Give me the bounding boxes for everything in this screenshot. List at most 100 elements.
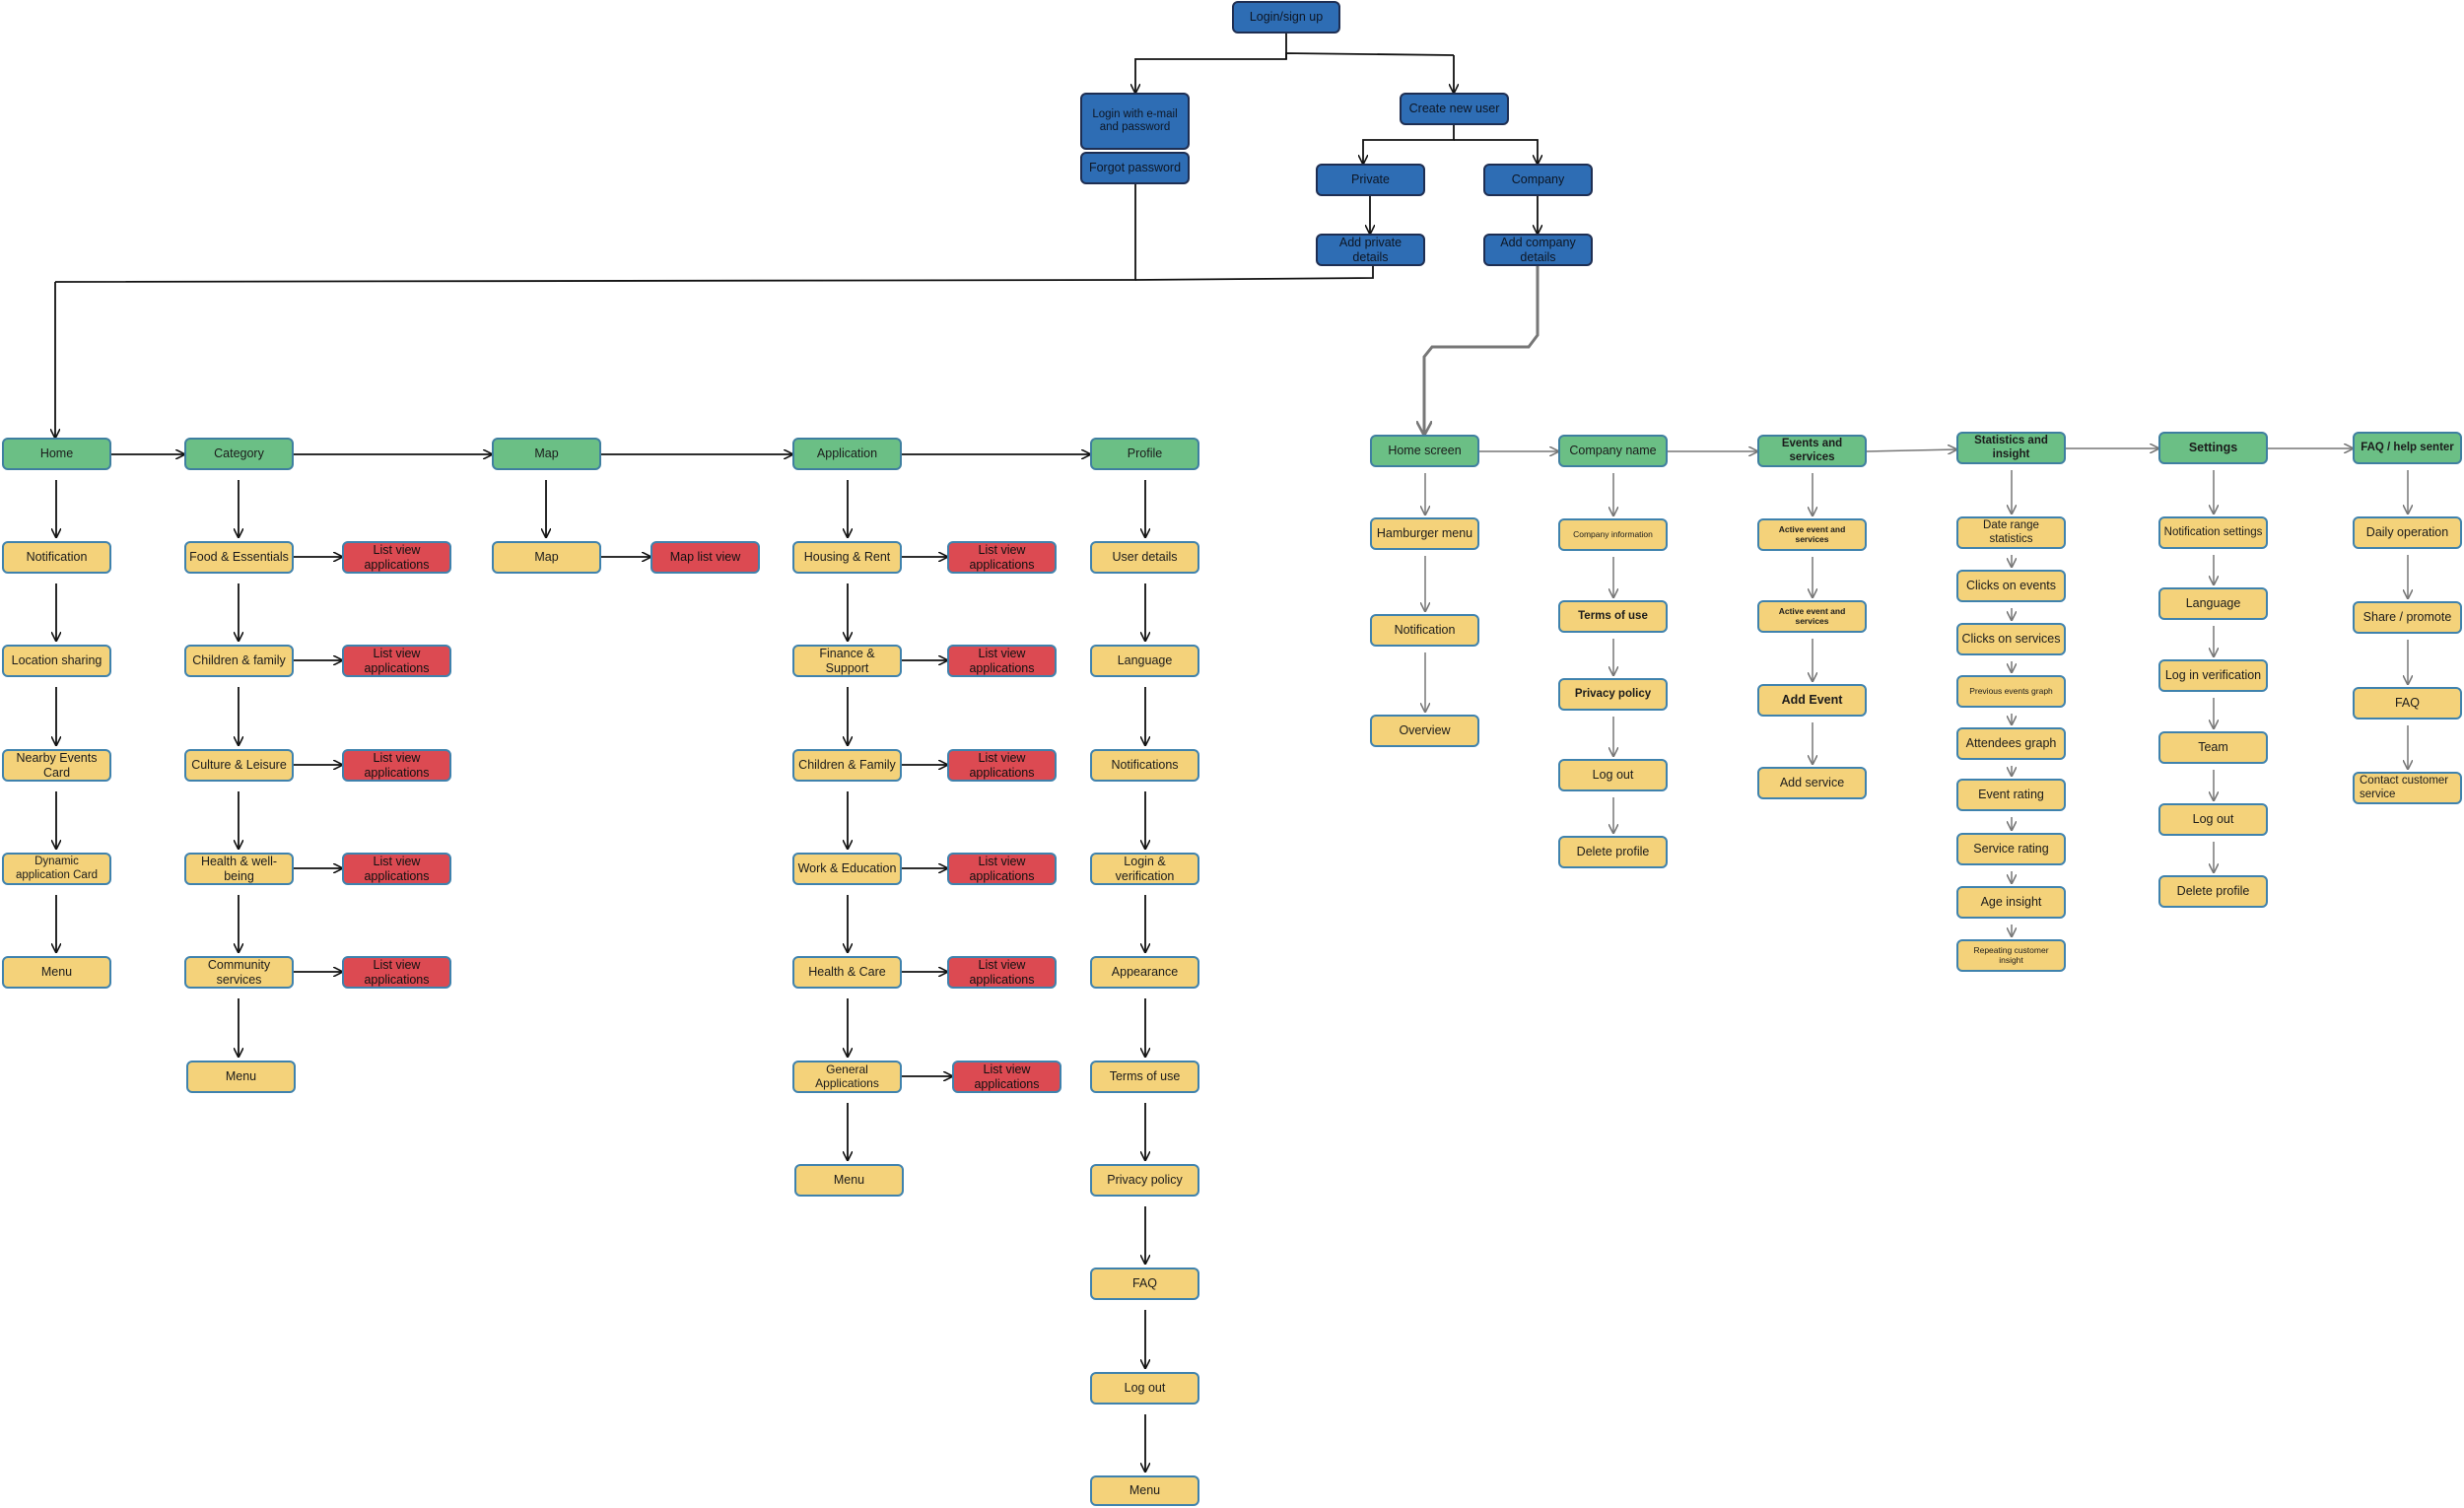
profile-faq[interactable]: FAQ: [1090, 1268, 1199, 1300]
statistics-header[interactable]: Statistics and insight: [1956, 432, 2066, 464]
home-screen-notification[interactable]: Notification: [1370, 614, 1479, 647]
stats-event-rating[interactable]: Event rating: [1956, 779, 2066, 811]
line-private-to-home: [1134, 266, 1374, 281]
profile-menu[interactable]: Menu: [1090, 1475, 1199, 1506]
home-dynamic-application-card[interactable]: Dynamic application Card: [2, 853, 111, 885]
arrow-to-company: [1454, 139, 1538, 164]
settings-header[interactable]: Settings: [2158, 432, 2268, 464]
company-log-out[interactable]: Log out: [1558, 759, 1668, 791]
category-food-essentials[interactable]: Food & Essentials: [184, 541, 294, 574]
settings-log-in-verification[interactable]: Log in verification: [2158, 659, 2268, 692]
application-header[interactable]: Application: [792, 438, 902, 470]
application-health-care[interactable]: Health & Care: [792, 956, 902, 989]
events-add-event[interactable]: Add Event: [1757, 684, 1867, 717]
stats-attendees-graph[interactable]: Attendees graph: [1956, 727, 2066, 760]
company-information[interactable]: Company information: [1558, 518, 1668, 551]
profile-user-details[interactable]: User details: [1090, 541, 1199, 574]
category-list-view-4[interactable]: List view applications: [342, 853, 451, 885]
line-to-create-user: [1285, 52, 1455, 59]
faq-contact-customer-service[interactable]: Contact customer service: [2353, 772, 2462, 804]
stats-date-range[interactable]: Date range statistics: [1956, 516, 2066, 549]
company-name-header[interactable]: Company name: [1558, 435, 1668, 467]
forgot-password-node[interactable]: Forgot password: [1080, 152, 1190, 184]
profile-login-verification[interactable]: Login & verification: [1090, 853, 1199, 885]
category-health-wellbeing[interactable]: Health & well-being: [184, 853, 294, 885]
category-community-services[interactable]: Community services: [184, 956, 294, 989]
stats-repeating-customer-insight[interactable]: Repeating customer insight: [1956, 939, 2066, 972]
profile-language[interactable]: Language: [1090, 645, 1199, 677]
company-terms-of-use[interactable]: Terms of use: [1558, 600, 1668, 633]
company-node[interactable]: Company: [1483, 164, 1593, 196]
company-privacy-policy[interactable]: Privacy policy: [1558, 678, 1668, 711]
application-work-education[interactable]: Work & Education: [792, 853, 902, 885]
settings-language[interactable]: Language: [2158, 587, 2268, 620]
connector-arrow: [1866, 449, 1956, 451]
home-header[interactable]: Home: [2, 438, 111, 470]
application-list-view-1[interactable]: List view applications: [947, 541, 1057, 574]
profile-log-out[interactable]: Log out: [1090, 1372, 1199, 1405]
application-general-applications[interactable]: General Applications: [792, 1061, 902, 1093]
faq-help-header[interactable]: FAQ / help senter: [2353, 432, 2462, 464]
stats-age-insight[interactable]: Age insight: [1956, 886, 2066, 919]
category-list-view-3[interactable]: List view applications: [342, 749, 451, 782]
application-list-view-5[interactable]: List view applications: [947, 956, 1057, 989]
map-item[interactable]: Map: [492, 541, 601, 574]
profile-header[interactable]: Profile: [1090, 438, 1199, 470]
faq-daily-operation[interactable]: Daily operation: [2353, 516, 2462, 549]
add-private-details-node[interactable]: Add private details: [1316, 234, 1425, 266]
private-node[interactable]: Private: [1316, 164, 1425, 196]
events-active-1[interactable]: Active event and services: [1757, 518, 1867, 551]
application-menu[interactable]: Menu: [794, 1164, 904, 1197]
home-location-sharing[interactable]: Location sharing: [2, 645, 111, 677]
application-list-view-3[interactable]: List view applications: [947, 749, 1057, 782]
application-list-view-4[interactable]: List view applications: [947, 853, 1057, 885]
line-login-to-home: [54, 184, 1136, 283]
faq-share-promote[interactable]: Share / promote: [2353, 601, 2462, 634]
map-header[interactable]: Map: [492, 438, 601, 470]
category-menu[interactable]: Menu: [186, 1061, 296, 1093]
profile-terms-of-use[interactable]: Terms of use: [1090, 1061, 1199, 1093]
application-finance-support[interactable]: Finance & Support: [792, 645, 902, 677]
home-nearby-events-card[interactable]: Nearby Events Card: [2, 749, 111, 782]
settings-delete-profile[interactable]: Delete profile: [2158, 875, 2268, 908]
category-children-family[interactable]: Children & family: [184, 645, 294, 677]
events-active-2[interactable]: Active event and services: [1757, 600, 1867, 633]
category-header[interactable]: Category: [184, 438, 294, 470]
settings-log-out[interactable]: Log out: [2158, 803, 2268, 836]
application-list-view-2[interactable]: List view applications: [947, 645, 1057, 677]
login-email-node[interactable]: Login with e-mail and password: [1080, 93, 1190, 150]
create-new-user-node[interactable]: Create new user: [1400, 93, 1509, 125]
stats-clicks-services[interactable]: Clicks on services: [1956, 623, 2066, 655]
settings-notification-settings[interactable]: Notification settings: [2158, 516, 2268, 549]
category-culture-leisure[interactable]: Culture & Leisure: [184, 749, 294, 782]
company-delete-profile[interactable]: Delete profile: [1558, 836, 1668, 868]
stats-clicks-events[interactable]: Clicks on events: [1956, 570, 2066, 602]
home-screen-hamburger-menu[interactable]: Hamburger menu: [1370, 517, 1479, 550]
application-children-family[interactable]: Children & Family: [792, 749, 902, 782]
stats-service-rating[interactable]: Service rating: [1956, 833, 2066, 865]
home-screen-header[interactable]: Home screen: [1370, 435, 1479, 467]
home-notification[interactable]: Notification: [2, 541, 111, 574]
arrow-to-login-email: [1135, 34, 1287, 93]
category-list-view-5[interactable]: List view applications: [342, 956, 451, 989]
home-menu[interactable]: Menu: [2, 956, 111, 989]
profile-notifications[interactable]: Notifications: [1090, 749, 1199, 782]
map-list-view[interactable]: Map list view: [650, 541, 760, 574]
add-company-details-node[interactable]: Add company details: [1483, 234, 1593, 266]
application-list-view-6[interactable]: List view applications: [952, 1061, 1061, 1093]
profile-privacy-policy[interactable]: Privacy policy: [1090, 1164, 1199, 1197]
login-signup-node[interactable]: Login/sign up: [1232, 1, 1340, 34]
arrow-to-private: [1363, 125, 1455, 164]
events-add-service[interactable]: Add service: [1757, 767, 1867, 799]
stats-previous-events-graph[interactable]: Previous events graph: [1956, 675, 2066, 708]
home-screen-overview[interactable]: Overview: [1370, 715, 1479, 747]
settings-team[interactable]: Team: [2158, 731, 2268, 764]
application-housing-rent[interactable]: Housing & Rent: [792, 541, 902, 574]
profile-appearance[interactable]: Appearance: [1090, 956, 1199, 989]
events-services-header[interactable]: Events and services: [1757, 435, 1867, 467]
category-list-view-1[interactable]: List view applications: [342, 541, 451, 574]
category-list-view-2[interactable]: List view applications: [342, 645, 451, 677]
faq-faq[interactable]: FAQ: [2353, 687, 2462, 720]
